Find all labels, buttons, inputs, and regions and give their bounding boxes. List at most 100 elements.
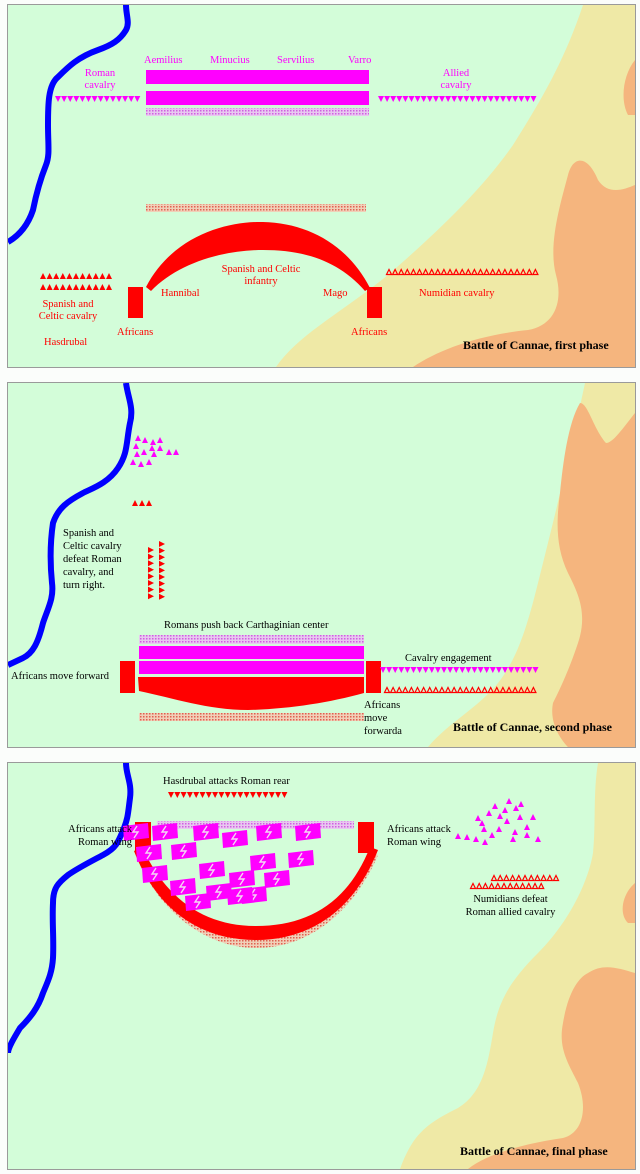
allied-cavalry-unit: [483, 667, 490, 673]
allied-cavalry-unit: [439, 96, 445, 102]
label-africans-move-left: Africans move forward: [11, 671, 109, 682]
broken-roman-unit: [136, 844, 162, 862]
hill-low: [276, 5, 635, 367]
hasdrubal-cavalry-unit: [237, 792, 244, 798]
hasdrubal-cavalry-unit: [231, 792, 237, 798]
broken-line-icon: [178, 880, 187, 894]
panel-title: Battle of Cannae, second phase: [453, 720, 613, 734]
spanish-celtic-cavalry-unit: [66, 273, 73, 279]
roman-cavalry-unit: [67, 96, 74, 102]
allied-cavalry-unit: [520, 667, 527, 673]
broken-roman-unit: [295, 823, 321, 841]
roman-velites-remnant: [157, 821, 354, 829]
routed-allied-cavalry-unit: [464, 834, 470, 840]
spanish-celtic-cavalry-unit: [46, 273, 53, 279]
carthaginian-cavalry-column-unit: [148, 553, 154, 560]
numidian-cavalry-unit: [438, 686, 446, 694]
allied-cavalry-unit: [398, 667, 405, 673]
routed-allied-cavalry-unit: [486, 810, 492, 816]
allied-cavalry-unit: [518, 96, 525, 102]
allied-cavalry-unit: [465, 667, 472, 673]
hasdrubal-cavalry-unit: [168, 792, 174, 798]
allied-cavalry-unit: [469, 96, 476, 102]
africans-right-block: [367, 287, 382, 318]
numidian-cavalry-unit: [499, 686, 507, 694]
broken-roman-unit: [222, 830, 248, 848]
allied-cavalry-unit: [445, 96, 452, 102]
label-line: Spanish and: [63, 528, 115, 539]
fleeing-roman-cavalry-unit: [157, 445, 163, 451]
numidian-cavalry-unit: [456, 686, 464, 694]
allied-cavalry-unit: [420, 96, 427, 102]
roman-infantry-line-2: [146, 91, 369, 105]
allied-cavalry-unit: [404, 667, 411, 673]
broken-roman-unit: [288, 850, 314, 868]
numidian-cavalry-unit: [432, 686, 440, 694]
broken-roman-unit: [227, 887, 253, 905]
numidian-cavalry-unit: [383, 686, 391, 694]
broken-line-icon: [258, 855, 267, 869]
label-line: Africans: [364, 700, 401, 711]
allied-cavalry-unit: [447, 667, 454, 673]
allied-cavalry-unit: [502, 667, 508, 673]
label-cavalry-defeat: Spanish and Celtic cavalry defeat Roman …: [63, 527, 122, 592]
hill-high: [552, 403, 635, 747]
label-africans-right: Africans: [351, 327, 388, 338]
routed-allied-cavalry-unit: [455, 833, 461, 839]
spanish-celtic-cavalry-unit: [40, 273, 46, 279]
numidian-cavalry-unit: [414, 686, 421, 694]
fleeing-roman-cavalry-unit: [141, 449, 147, 455]
numidian-cavalry-unit: [527, 874, 535, 882]
river: [8, 5, 131, 245]
fleeing-roman-cavalry-unit: [166, 449, 172, 455]
broken-roman-unit: [250, 853, 276, 871]
fleeing-roman-cavalry-unit: [133, 443, 139, 449]
broken-line-icon: [237, 872, 246, 886]
numidian-cavalry-unit: [540, 874, 548, 882]
label-servilius: Servilius: [277, 55, 315, 66]
hasdrubal-cavalry-unit: [205, 792, 212, 798]
allied-cavalry-unit: [414, 96, 421, 102]
numidian-cavalry-unit: [446, 268, 454, 276]
allied-cavalry-unit: [500, 96, 506, 102]
numidian-cavalry-unit: [490, 874, 498, 882]
fleeing-roman-cavalry-unit: [157, 437, 163, 443]
spanish-celtic-cavalry-unit: [99, 273, 106, 279]
numidian-cavalry-unit: [401, 686, 409, 694]
allied-cavalry-unit: [481, 96, 488, 102]
label-line: cavalry, and: [63, 567, 114, 578]
spanish-celtic-cavalry-unit: [92, 273, 99, 279]
spanish-celtic-cavalry-unit: [66, 284, 73, 290]
carthaginian-skirmishers: [139, 713, 364, 721]
allied-cavalry-unit: [477, 667, 484, 673]
numidian-cavalry-unit: [385, 268, 393, 276]
hasdrubal-cavalry-unit: [224, 792, 231, 798]
allied-cavalry-unit: [512, 96, 519, 102]
broken-roman-unit: [171, 842, 197, 860]
carthaginian-cavalry-column-unit: [159, 580, 165, 587]
routed-allied-cavalry-unit: [517, 814, 523, 820]
label-romans-push: Romans push back Carthaginian center: [164, 620, 329, 631]
numidian-cavalry-unit: [552, 874, 560, 882]
numidian-cavalry-unit: [533, 874, 541, 882]
fleeing-roman-cavalry-unit: [146, 459, 152, 465]
spanish-celtic-cavalry-unit: [59, 273, 66, 279]
allied-cavalry-unit: [489, 667, 496, 673]
numidian-cavalry-unit: [517, 686, 525, 694]
routed-allied-cavalry-unit: [497, 813, 503, 819]
routed-allied-cavalry-unit: [530, 814, 536, 820]
broken-roman-unit: [256, 823, 282, 841]
hasdrubal-cavalry-unit: [212, 792, 219, 798]
numidian-cavalry-unit: [407, 686, 415, 694]
carthaginian-cavalry-column-unit: [159, 587, 165, 594]
routed-allied-cavalry-unit: [510, 836, 516, 842]
label-line: infantry: [244, 276, 278, 287]
label-line: Allied: [442, 68, 470, 79]
roman-cavalry-unit: [103, 96, 110, 102]
routed-allied-cavalry-unit: [496, 826, 502, 832]
allied-cavalry-unit: [530, 96, 537, 102]
label-hannibal: Hannibal: [161, 288, 200, 299]
numidian-cavalry-unit: [505, 686, 513, 694]
hasdrubal-cavalry-unit: [249, 792, 256, 798]
numidian-cavalry-unit: [525, 882, 533, 890]
